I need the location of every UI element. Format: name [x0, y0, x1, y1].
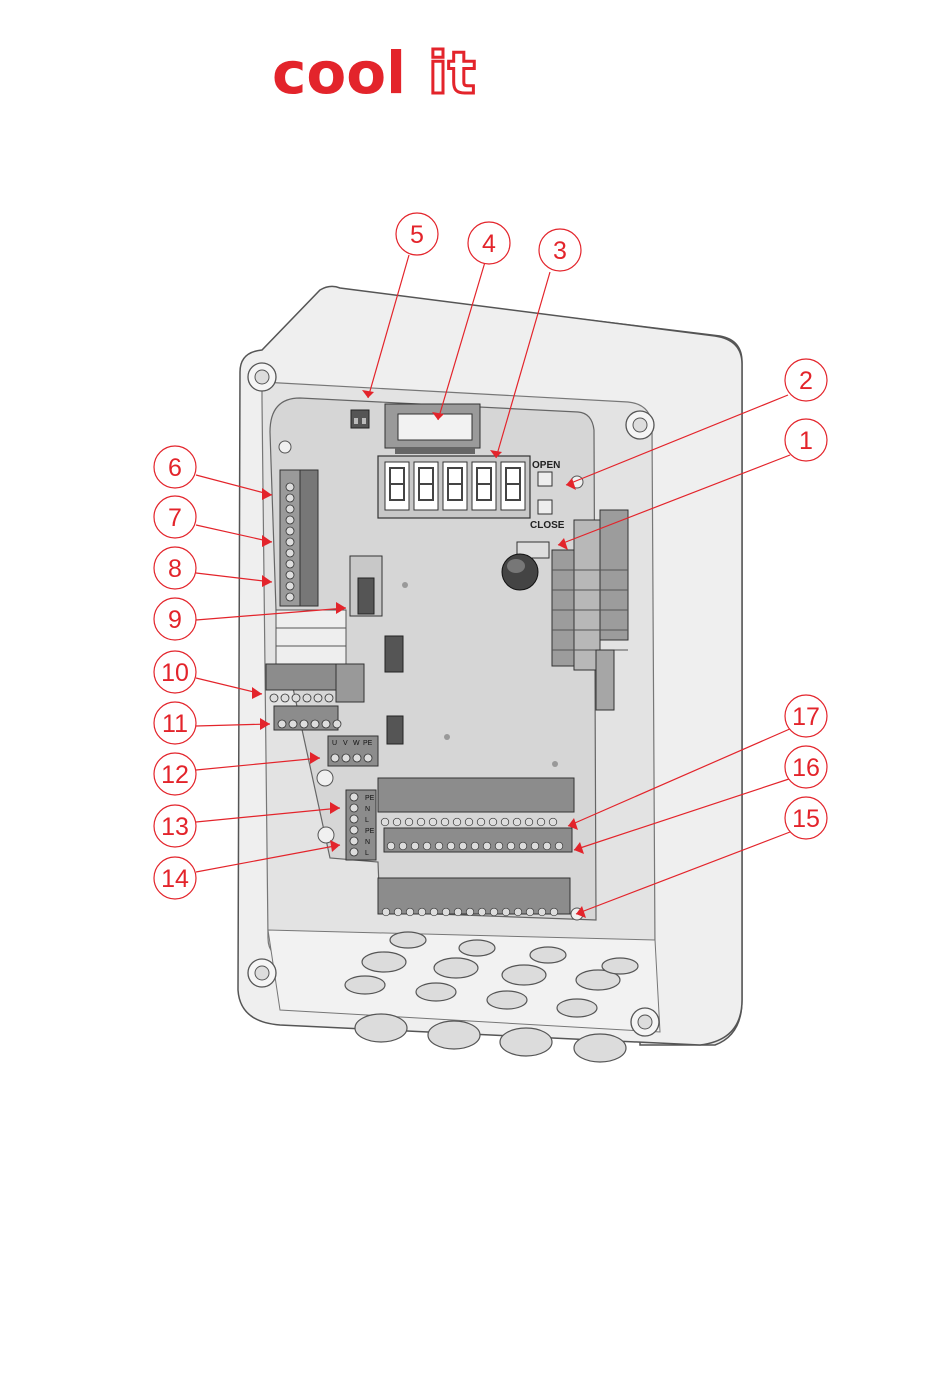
- callout-12: 12: [161, 761, 189, 789]
- mains-terminal-pe-1: PE: [365, 795, 375, 802]
- logo-word-cool: cool: [272, 39, 406, 107]
- relays: [276, 610, 346, 664]
- mains-terminal-n-2: N: [365, 839, 370, 846]
- terminal-block-11: [274, 706, 341, 730]
- mains-terminal-n-1: N: [365, 806, 370, 813]
- callout-4: 4: [482, 230, 496, 258]
- lcd-module: [385, 404, 480, 454]
- corner-screw-icon: [248, 959, 276, 987]
- jumper-connector: [351, 410, 369, 428]
- terminal-block-15: [378, 878, 570, 916]
- corner-screw-icon: [248, 363, 276, 391]
- callout-14: 14: [161, 865, 189, 893]
- motor-terminal: U V W PE: [328, 736, 378, 766]
- callout-1: 1: [799, 427, 813, 455]
- logo-word-it: it: [428, 39, 476, 107]
- motor-terminal-w: W: [353, 740, 360, 747]
- motor-terminal-v: V: [343, 740, 348, 747]
- callout-13: 13: [161, 813, 189, 841]
- motor-terminal-u: U: [332, 740, 337, 747]
- callout-9: 9: [168, 606, 182, 634]
- open-label: OPEN: [532, 460, 560, 471]
- seven-segment-display: [378, 456, 530, 518]
- callout-6: 6: [168, 454, 182, 482]
- mains-terminal-pe-2: PE: [365, 828, 375, 835]
- corner-screw-icon: [631, 1008, 659, 1036]
- corner-screw-icon: [626, 411, 654, 439]
- close-label: CLOSE: [530, 520, 565, 531]
- close-button[interactable]: [538, 500, 552, 514]
- mains-terminal-l-2: L: [365, 850, 369, 857]
- open-button[interactable]: [538, 472, 552, 486]
- terminal-block-16: [384, 828, 572, 852]
- brand-logo: cool it: [272, 39, 476, 107]
- callout-2: 2: [799, 367, 813, 395]
- callout-5: 5: [410, 221, 424, 249]
- mains-terminal-l-1: L: [365, 817, 369, 824]
- callout-8: 8: [168, 555, 182, 583]
- callout-16: 16: [792, 754, 820, 782]
- callout-10: 10: [161, 659, 189, 687]
- callout-15: 15: [792, 805, 820, 833]
- callout-17: 17: [792, 703, 820, 731]
- control-terminal-strip: [280, 470, 318, 606]
- motor-terminal-pe: PE: [363, 740, 373, 747]
- callout-7: 7: [168, 504, 182, 532]
- callout-3: 3: [553, 237, 567, 265]
- callout-11: 11: [162, 710, 188, 738]
